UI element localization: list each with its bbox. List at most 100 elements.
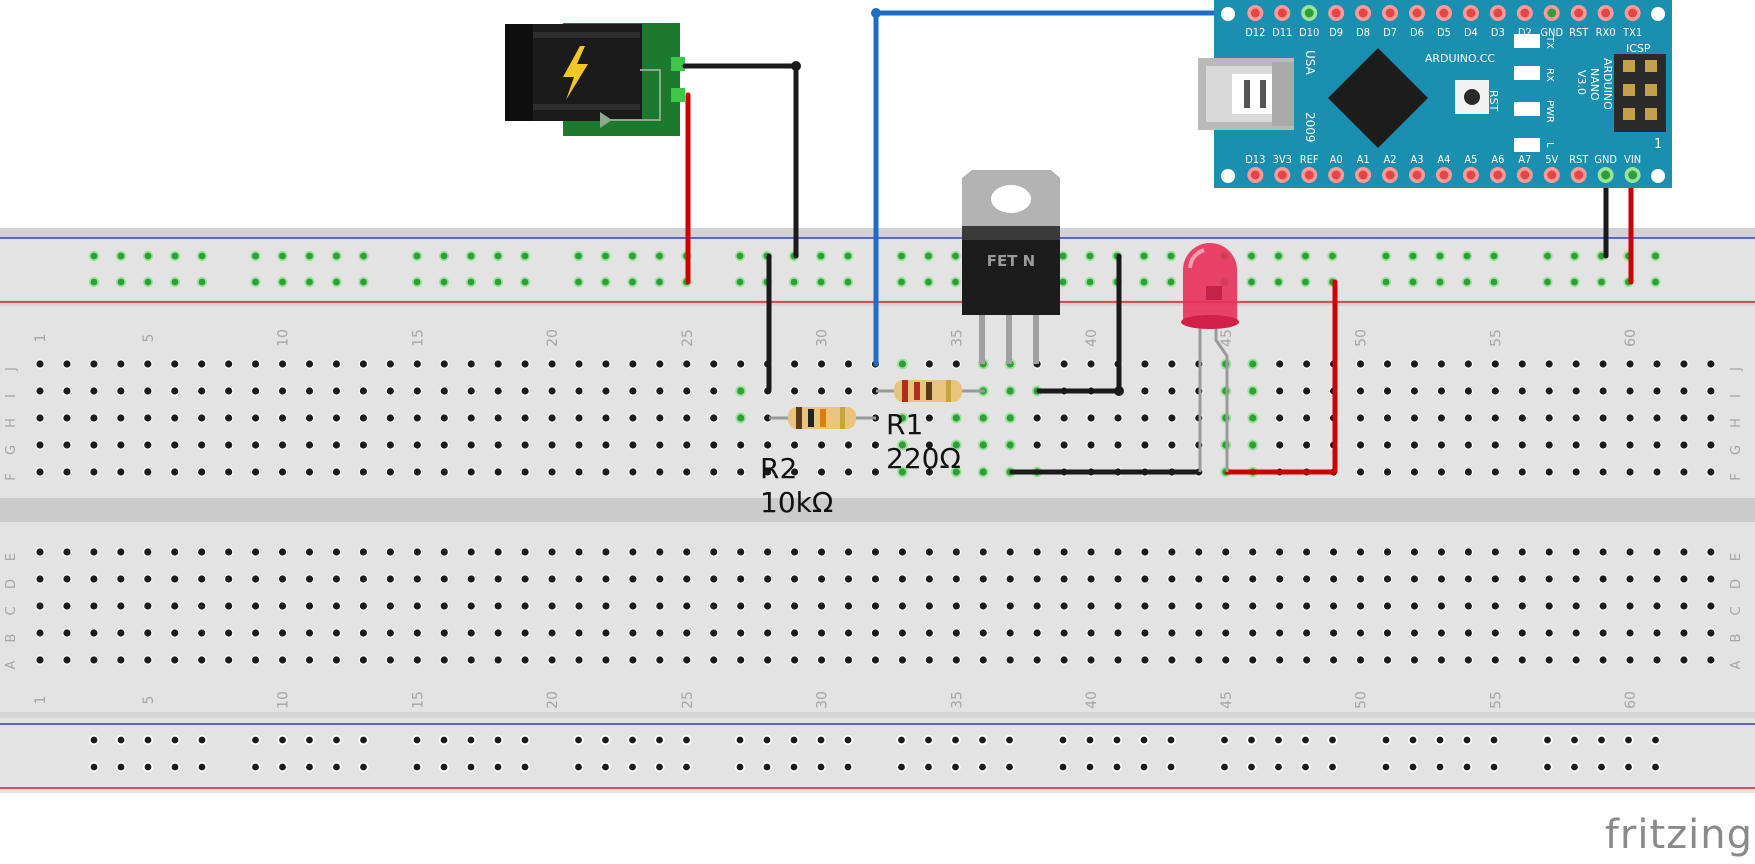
rail-hole-center [656,278,663,286]
hole-center [1410,656,1419,664]
rail-hole-center [1544,736,1551,744]
hole-center [90,360,98,368]
hole-center [1060,656,1068,664]
rail-hole-center [602,763,609,771]
hole-center [656,656,664,664]
rail-hole-center [306,763,313,771]
hole-center [198,387,206,395]
hole-center [656,575,664,583]
arduino-pin-label: 3V3 [1273,153,1292,166]
hole-center [683,602,691,610]
rail-hole-center [790,278,798,286]
arduino-country: USA [1303,50,1317,76]
hole-center [1599,656,1607,664]
rail-hole-center [656,736,663,744]
lightning-icon [563,46,588,100]
rail-hole-center [1140,252,1148,260]
hole-center [440,387,448,395]
hole-center [1303,629,1311,637]
icsp-pin [1645,60,1657,72]
arduino-icsp-label: ICSP [1626,42,1651,55]
hole-center [1518,656,1526,664]
hole-center [844,629,853,637]
arduino-pin-label: D6 [1410,26,1424,39]
hole-center [386,468,394,476]
hole-center [1168,360,1176,368]
resistor-r2[interactable] [769,407,876,429]
hole-center [63,656,71,664]
hole-center [1033,414,1041,422]
reset-button[interactable] [1464,89,1480,105]
hole-center [1303,575,1311,583]
hole-center [440,656,448,664]
hole-center [225,414,233,422]
rail-hole-center [413,278,421,286]
mosfet-fet-n[interactable]: FET N [962,170,1060,364]
arduino-pin-center [1628,8,1638,18]
hole-center [36,441,44,449]
wire-black-jack-ground[interactable] [682,63,799,259]
rail-hole-center [629,252,636,260]
hole-center [1330,629,1338,637]
rail-hole-center [117,736,125,744]
hole-center [305,575,314,583]
hole-center [278,548,287,556]
column-number: 50 [1354,691,1370,709]
hole-center [764,629,772,637]
rail-hole-center [817,763,825,771]
rail-hole-center [1086,252,1094,260]
hole-center [575,360,583,368]
hole-center [1356,548,1365,556]
row-letter: D [1729,579,1744,589]
hole-center [305,441,314,449]
arduino-pin-label: D11 [1272,26,1292,39]
hole-center [602,602,610,610]
hole-center [494,414,502,422]
hole-center [1303,387,1311,395]
hole-center [144,387,152,395]
rail-hole-center [144,252,152,260]
hole-center [952,602,960,610]
row-letter: G [1729,445,1744,455]
hole-center [521,602,529,610]
arduino-pin-label: D9 [1329,26,1343,39]
row-letter: F [1729,473,1744,480]
hole-center [844,441,853,449]
hole-center [1572,414,1580,422]
hole-center [952,360,960,368]
hole-center [737,656,745,664]
rail-hole-center [602,252,609,260]
column-number: 55 [1488,329,1504,347]
hole-center [979,548,987,556]
hole-center [467,441,475,449]
wire-red-led-vin[interactable] [1224,279,1338,475]
hole-center [467,360,475,368]
hole-center [36,548,44,556]
rail-hole-center [117,278,125,286]
row-letter: C [1729,606,1744,615]
rail-hole-center [467,278,475,286]
power-barrel-jack[interactable] [505,23,685,136]
connected-hole-center [1249,441,1257,449]
led-red[interactable] [1181,243,1239,472]
hole-center [305,602,314,610]
connected-hole-center [898,441,907,449]
arduino-pin-label: D5 [1437,26,1451,39]
rail-hole-center [467,763,475,771]
rail-hole-center [252,252,259,260]
hole-center [90,602,98,610]
resistor-r1[interactable] [876,380,985,402]
rail-hole-center [736,278,744,286]
rail-hole-center [494,763,502,771]
hole-center [494,468,502,476]
hole-center [144,414,152,422]
rail-hole-center [683,736,690,744]
hole-center [252,387,260,395]
hole-center [871,629,880,637]
rail-hole-center [629,763,636,771]
hole-center [1491,575,1499,583]
